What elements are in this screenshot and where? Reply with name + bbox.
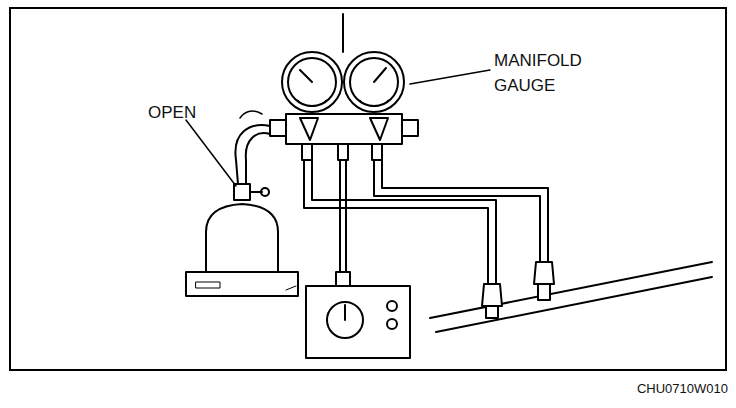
leader-line	[186, 120, 236, 186]
part-label: MANIFOLD GAUGE	[494, 48, 614, 98]
charging-hose	[235, 111, 270, 184]
part-label: OPEN	[148, 102, 218, 123]
low-side-hose	[304, 160, 502, 318]
ac-pipes	[430, 262, 712, 332]
vacuum-pump	[306, 286, 410, 358]
manifold-gauge	[270, 14, 418, 160]
leader-line	[410, 70, 490, 84]
figure-code: CHU0710W010	[616, 380, 728, 397]
vacuum-hose	[336, 160, 350, 286]
frame	[10, 8, 726, 370]
refrigerant-tank	[186, 184, 298, 296]
high-side-hose	[374, 160, 554, 300]
